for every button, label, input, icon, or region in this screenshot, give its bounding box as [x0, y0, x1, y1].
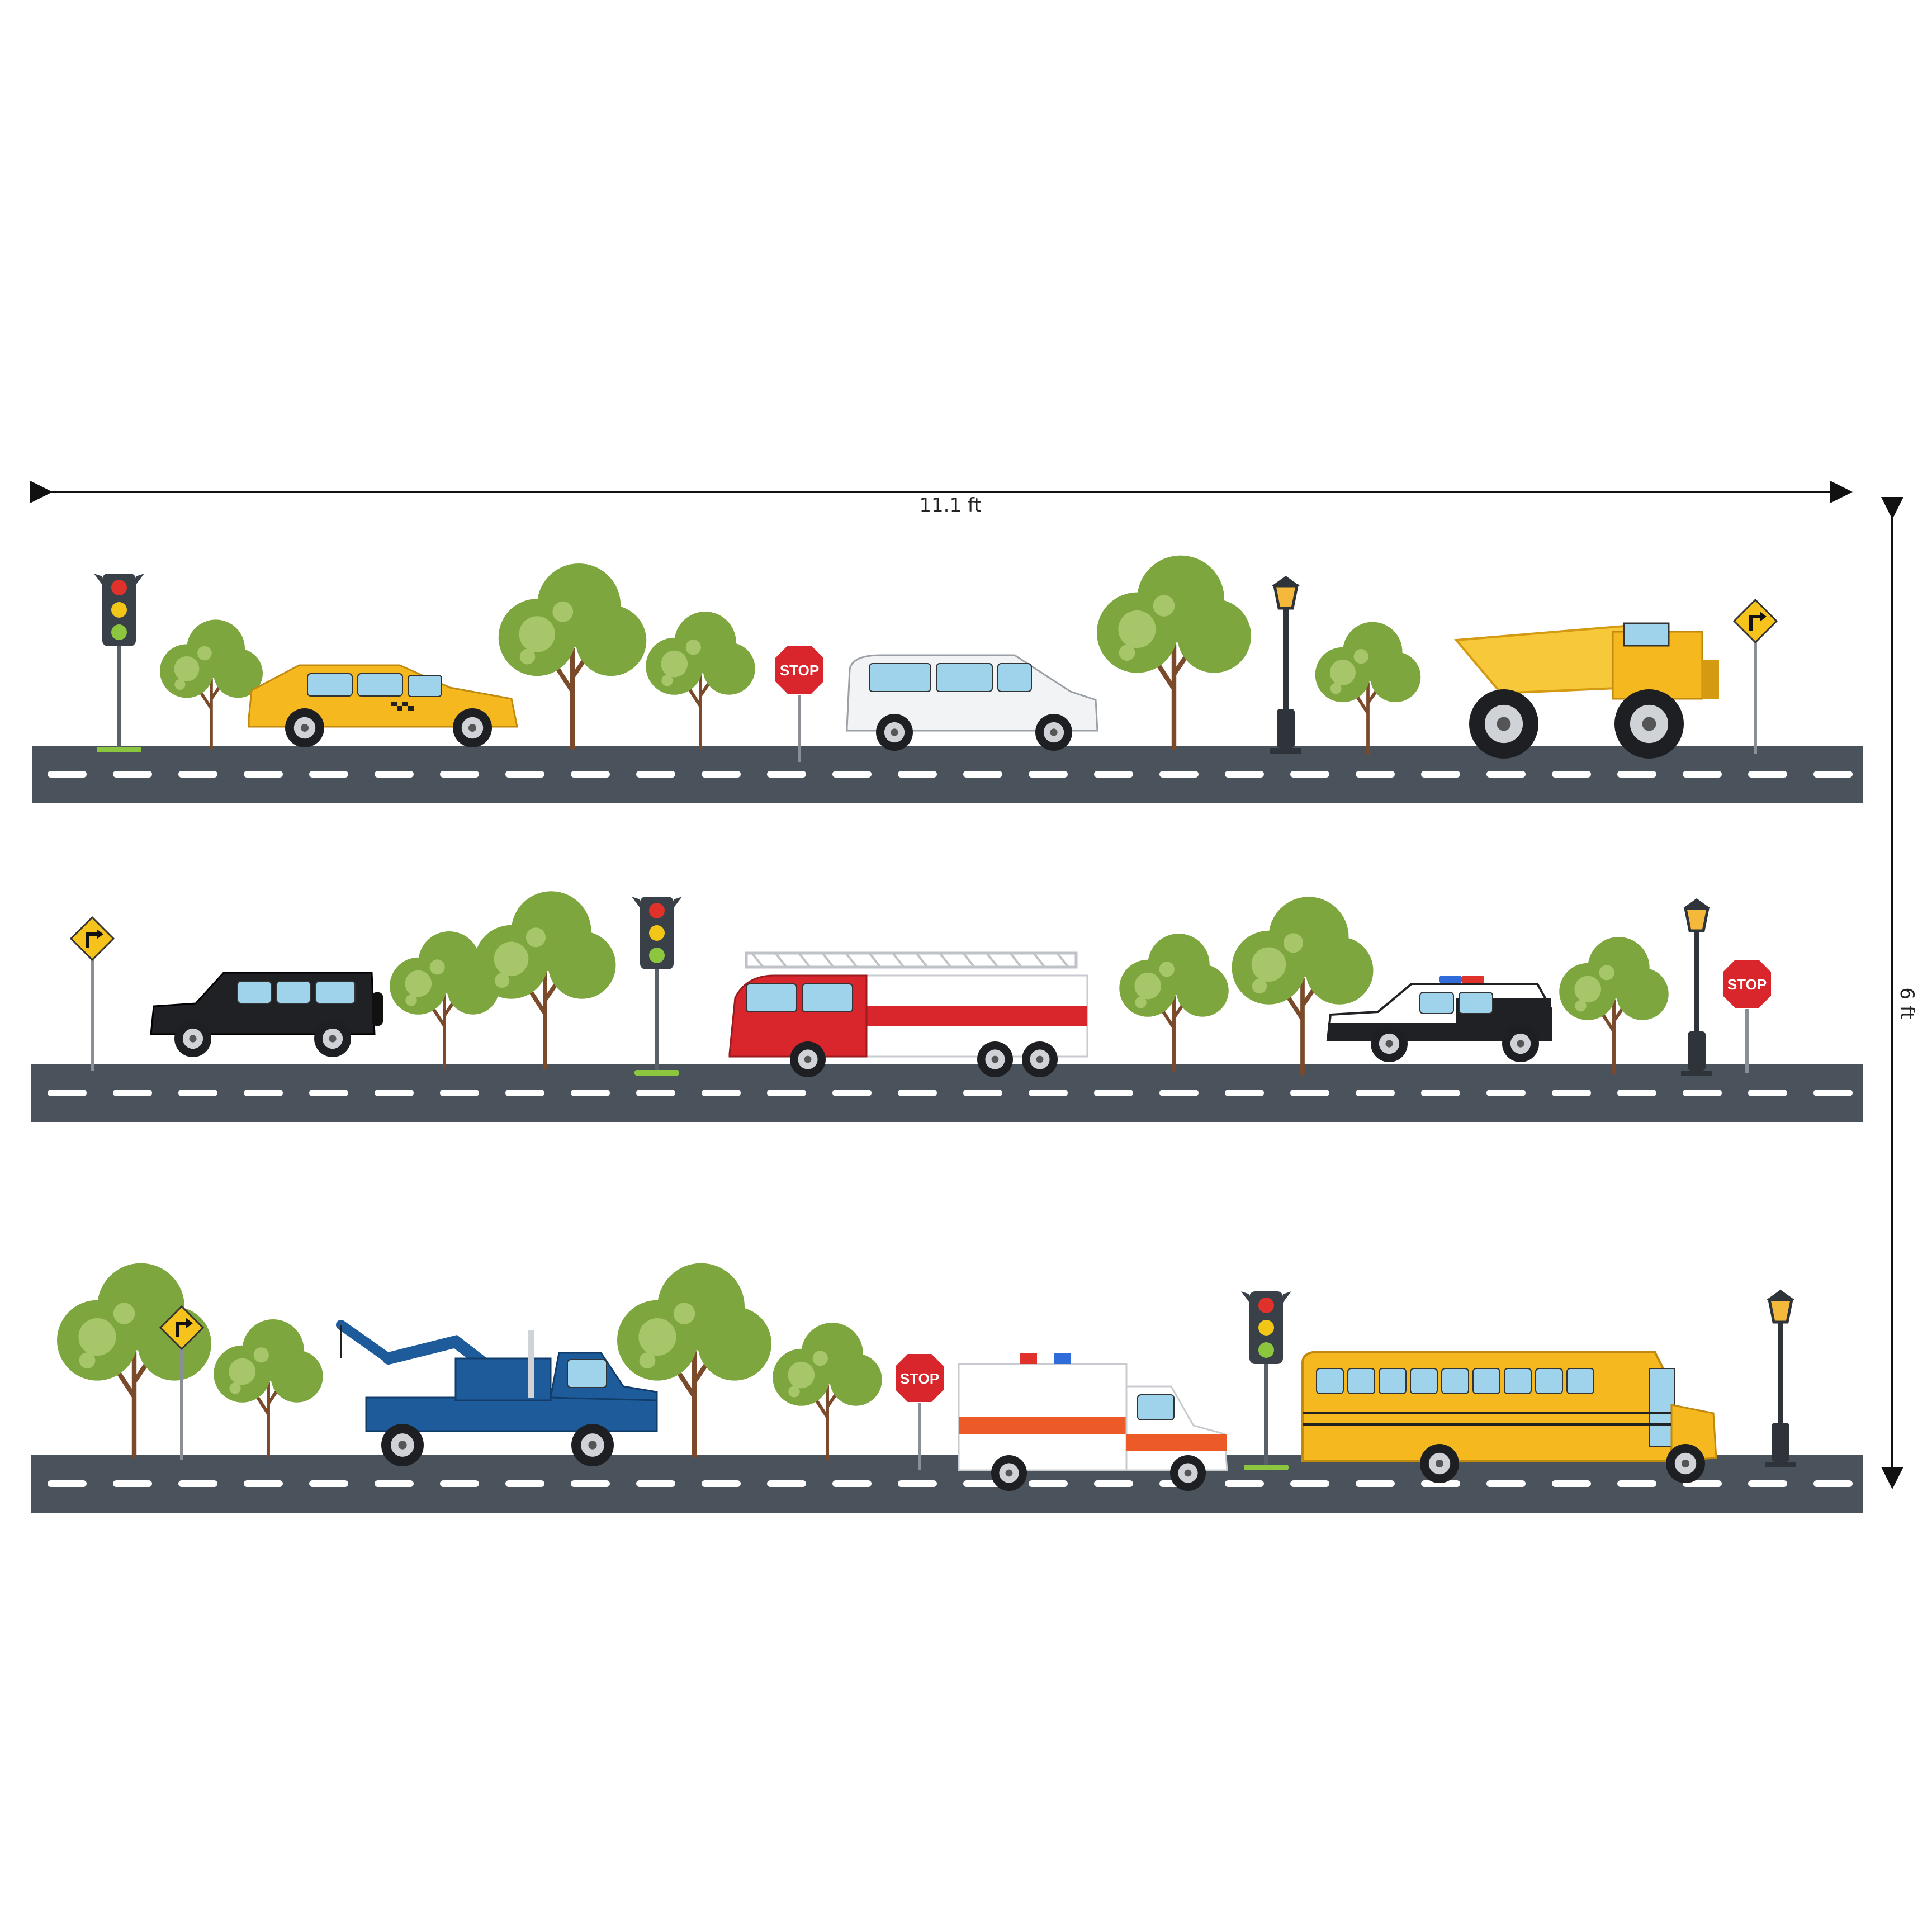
school-bus-icon: school bus — [1301, 1351, 1717, 1483]
tree-icon — [1232, 897, 1374, 1076]
stop-sign-1: STOP — [773, 643, 826, 762]
tree-icon — [773, 1323, 882, 1461]
dump-truck-icon: dump truck — [1453, 622, 1719, 759]
stop-sign-text: STOP — [780, 662, 819, 679]
tree-icon — [57, 1263, 211, 1459]
stop-sign-text: STOP — [900, 1370, 939, 1387]
traffic-light-icon — [632, 897, 682, 1076]
taxi-icon: taxi — [248, 664, 518, 747]
vehicles: taxi minivan dump truck black suv fire truck… — [150, 622, 1719, 1491]
tree-icon — [498, 563, 647, 751]
ambulance-icon: ambulance — [958, 1353, 1228, 1491]
fire-truck-icon: fire truck — [728, 951, 1088, 1077]
lane-markings-2 — [48, 1090, 1853, 1096]
police-car-icon: police car — [1326, 976, 1552, 1062]
width-dimension-label: 11.1 ft — [919, 494, 981, 517]
tree-icon — [1315, 622, 1421, 755]
traffic-light-icon — [1241, 1291, 1291, 1470]
curve-warning-sign-icon — [159, 1305, 205, 1460]
road-row-3 — [31, 1455, 1863, 1513]
tree-icon — [1119, 934, 1229, 1072]
tree-icon — [646, 612, 755, 750]
height-dimension: 6 ft — [1881, 497, 1918, 1489]
tree-icon — [160, 619, 263, 750]
curve-warning-sign-icon — [1732, 598, 1778, 754]
tree-icon — [214, 1319, 323, 1457]
stop-sign-2: STOP — [1721, 958, 1773, 1073]
tow-truck-icon: tow truck — [336, 1320, 658, 1466]
road-row-1 — [32, 746, 1863, 803]
stop-sign-text: STOP — [1727, 976, 1767, 993]
tree-icon — [474, 891, 616, 1070]
stop-sign-3: STOP — [893, 1352, 946, 1470]
tree-icon — [617, 1263, 771, 1459]
scenery — [57, 555, 1796, 1470]
lane-markings-1 — [48, 771, 1853, 778]
street-lamp-icon — [1270, 576, 1301, 754]
street-lamp-icon — [1681, 898, 1712, 1076]
tree-icon — [1559, 937, 1669, 1075]
street-lamp-icon — [1765, 1290, 1796, 1467]
suv-icon: black suv — [150, 972, 383, 1057]
curve-warning-sign-icon — [69, 916, 115, 1071]
stop-signs: STOP STOP STOP — [773, 643, 1773, 1470]
width-dimension: 11.1 ft — [30, 481, 1853, 517]
height-dimension-label: 6 ft — [1896, 987, 1918, 1019]
lane-markings-3 — [48, 1480, 1853, 1487]
traffic-light-icon — [94, 574, 144, 752]
van-icon: minivan — [846, 654, 1098, 751]
road-row-2 — [31, 1064, 1863, 1122]
tree-icon — [1097, 555, 1251, 751]
